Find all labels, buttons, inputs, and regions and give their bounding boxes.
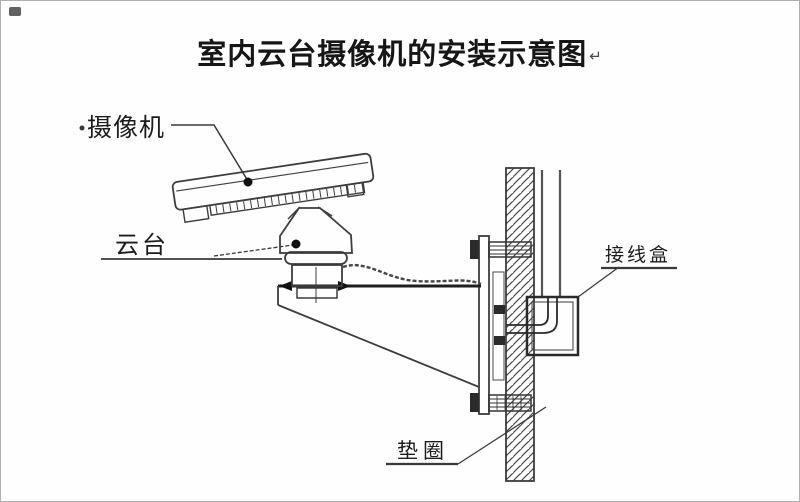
conduit-elbow [506,297,558,334]
wall-bracket [277,267,481,388]
junction-box-label: 接线盒 [605,244,672,266]
anchor-bolt-top [470,240,532,259]
pan-tilt-label: 云台 [115,231,169,259]
conduit-elbow [506,297,549,326]
washer-label: 垫圈 [397,439,449,463]
screw [494,305,505,314]
junction-box-leader [577,266,677,298]
pan-tilt-head [279,207,353,254]
diagram-title: 室内云台摄像机的安装示意图↵ [1,31,799,73]
camera-rear-foot [345,181,365,198]
housing-rail-hatch [215,184,356,214]
camera-leader [171,124,253,187]
camera-cable [342,263,482,286]
camera-front-foot [182,204,210,223]
return-mark: ↵ [589,47,603,65]
ink-dot-artifact [79,125,85,131]
screw [494,336,505,345]
pan-tilt-unit [279,206,353,299]
pan-tilt-leader [101,239,301,260]
washer-leader [386,406,547,466]
junction-box [506,295,580,357]
mounting-plate [478,235,505,415]
anchor-bolt-bottom [470,393,532,412]
arrow-left [279,281,292,291]
camera-housing [171,152,375,223]
conduit-pipes [540,170,562,297]
camera-label: 摄像机 [87,113,166,142]
title-text: 室内云台摄像机的安装示意图 [197,37,588,71]
scan-artifact [9,7,21,16]
